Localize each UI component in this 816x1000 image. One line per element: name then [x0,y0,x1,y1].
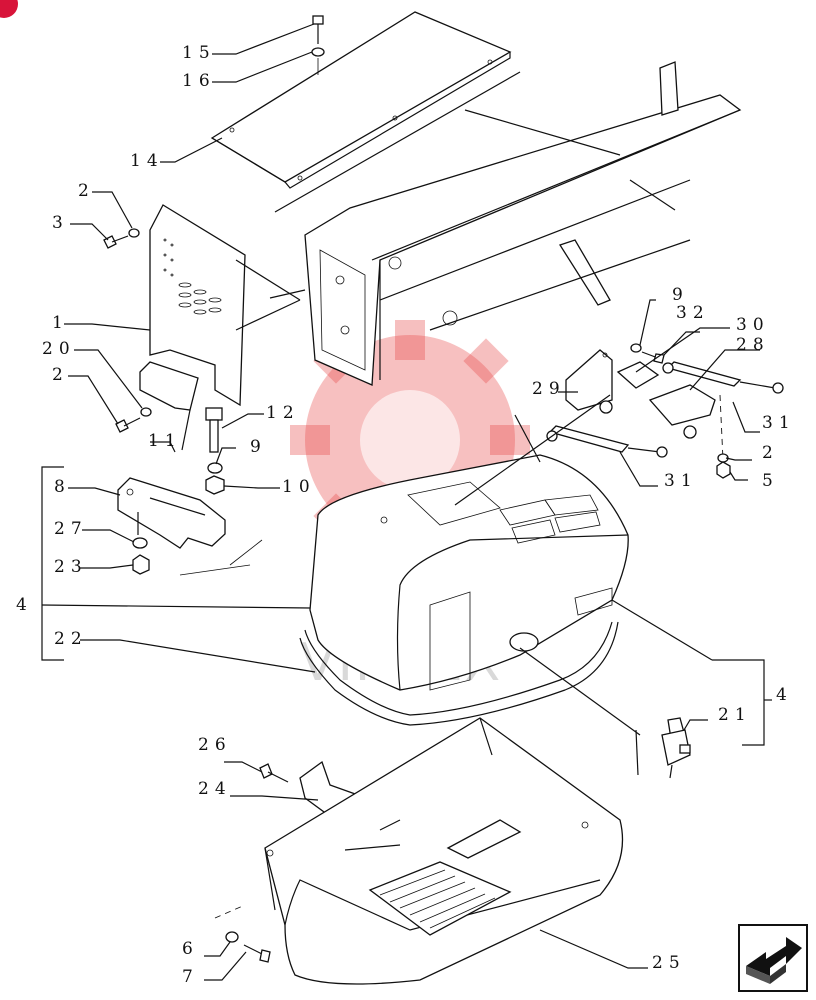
hinge-8 [117,477,226,549]
washer-9-right [630,343,642,353]
engine-hood [309,454,629,691]
label-5: 5 [762,471,779,491]
washer-20 [140,407,152,417]
bolt-26 [259,763,289,783]
latch-21 [661,717,691,779]
next-page-arrow-icon [746,937,802,984]
label-24: 24 [198,779,232,799]
label-10: 10 [282,477,316,497]
side-panel [149,204,301,407]
part-labels: 15 16 14 2 3 1 20 2 11 12 9 10 8 27 23 4… [16,43,796,987]
washer-9 [207,462,223,474]
label-9-left: 9 [250,437,267,457]
label-23: 23 [54,557,88,577]
label-11: 11 [148,431,182,451]
label-14: 14 [130,151,164,171]
label-3: 3 [52,213,69,233]
bolt-32 [641,351,665,364]
label-20: 20 [42,339,76,359]
label-28: 28 [736,335,770,355]
bolt-12 [205,407,223,453]
label-21: 21 [718,705,752,725]
leader-lines [64,23,760,981]
top-cover-plate [210,11,512,189]
label-22: 22 [54,629,88,649]
label-31-right: 31 [762,413,796,433]
nut-10 [205,475,225,495]
label-15: 15 [182,43,216,63]
nut-23 [132,554,150,575]
label-2-top: 2 [78,181,95,201]
seal-strip-22 [299,621,619,726]
label-27: 27 [54,519,88,539]
label-2-right: 2 [762,443,779,463]
label-25: 25 [652,953,686,973]
bolt-2-lower [115,417,141,433]
label-32: 32 [676,303,710,323]
washer-27 [132,537,148,549]
tractor-frame [269,61,742,386]
group-bracket-right [611,599,772,746]
label-6: 6 [182,939,199,959]
label-2-left: 2 [52,365,69,385]
gas-strut-lower [546,425,668,458]
bracket-29 [565,349,613,414]
bolt-7 [243,944,271,963]
washer-6 [225,931,239,943]
small-plate-11 [139,361,199,451]
bracket-28 [648,384,716,439]
nut-5 [716,461,731,479]
label-29: 29 [532,379,566,399]
label-7: 7 [182,967,199,987]
label-4-right: 4 [776,685,793,705]
washer-2-top [128,228,140,238]
bolt-15 [312,15,324,44]
label-26: 26 [198,735,232,755]
label-1: 1 [52,313,69,333]
washer-16 [311,47,325,57]
bolt-3 [103,235,129,249]
next-page-button[interactable] [738,924,808,992]
group-bracket-left [41,466,311,661]
label-12: 12 [266,403,300,423]
bottom-pan-25 [264,717,624,985]
label-8: 8 [54,477,71,497]
label-31-lower: 31 [664,471,698,491]
label-16: 16 [182,71,216,91]
label-4-left: 4 [16,595,33,615]
label-9-right: 9 [672,285,689,305]
bracket-30 [616,361,660,389]
corner-badge [0,0,18,18]
label-30: 30 [736,315,770,335]
